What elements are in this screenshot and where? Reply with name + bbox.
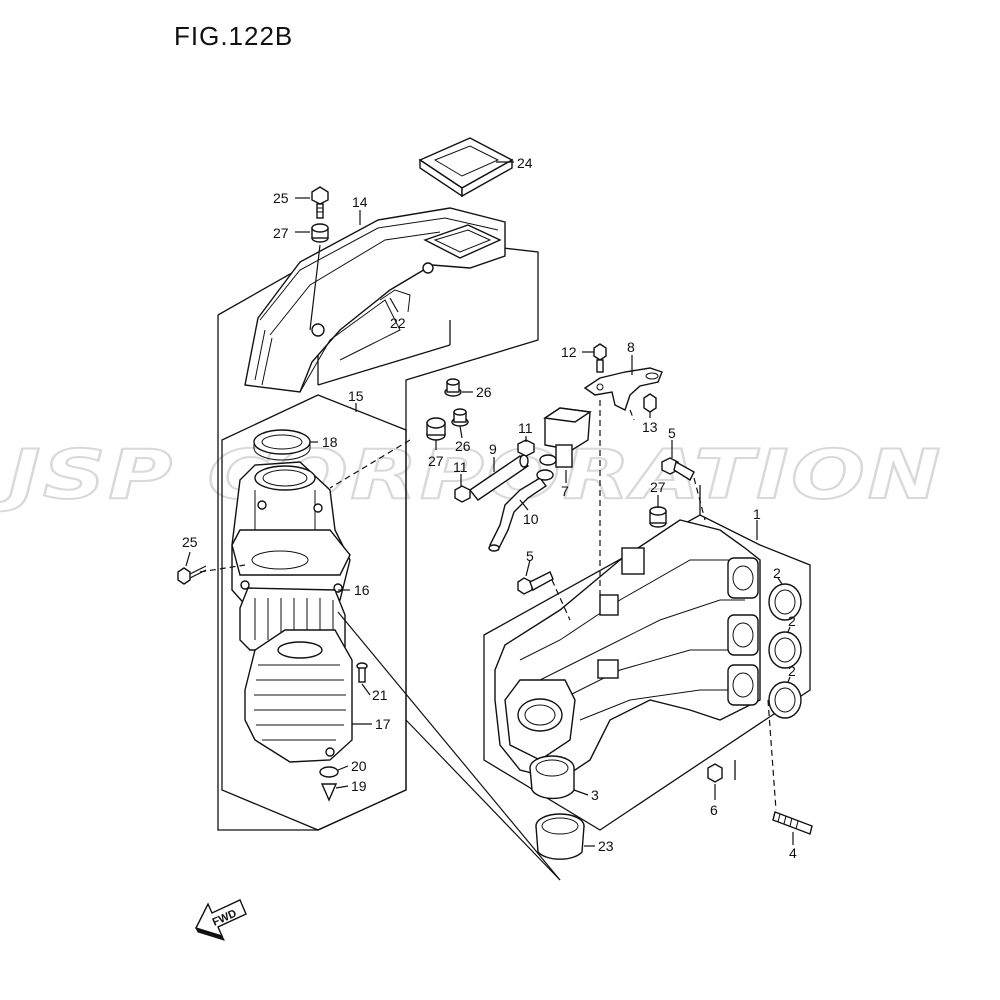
intake-manifold-1-icon (494, 519, 761, 781)
callout-11-lower: 11 (453, 459, 468, 475)
callout-24: 24 (517, 155, 533, 171)
frame-air-cleaner-case (221, 394, 407, 831)
callout-14: 14 (352, 194, 368, 210)
ring-3-icon (529, 755, 575, 800)
frame-air-cleaner-upper (217, 315, 318, 831)
stud-bolt-4-icon (772, 811, 813, 835)
callout-6: 6 (710, 802, 718, 818)
callout-22: 22 (390, 315, 406, 331)
air-cleaner-case-16-icon (231, 461, 351, 611)
grommet-27-top-icon (311, 223, 329, 243)
hose-10-icon (488, 477, 548, 552)
gasket-2-b-icon (768, 631, 802, 669)
callout-13: 13 (642, 419, 658, 435)
bolt-5-lower-icon (517, 571, 554, 595)
grommet-26-lower-icon (451, 408, 469, 427)
callout-2-a: 2 (773, 565, 781, 581)
callout-8: 8 (627, 339, 635, 355)
screw-21-icon (356, 662, 368, 683)
callout-27-right: 27 (650, 479, 666, 495)
bolt-25-top-icon (311, 186, 329, 219)
callout-5-upper: 5 (668, 425, 676, 441)
callout-9: 9 (489, 441, 497, 457)
callout-4: 4 (789, 845, 797, 861)
callout-7: 7 (561, 483, 569, 499)
leader-lines (185, 161, 794, 881)
callout-20: 20 (351, 758, 367, 774)
callout-15: 15 (348, 388, 364, 404)
callout-23: 23 (598, 838, 614, 854)
nut-6-icon (707, 763, 723, 783)
callout-25-top: 25 (273, 190, 289, 206)
callout-11-upper: 11 (518, 420, 533, 436)
callout-1: 1 (753, 506, 761, 522)
air-cleaner-case-17-icon (244, 629, 353, 763)
callout-27-top: 27 (273, 225, 289, 241)
callout-18: 18 (322, 434, 338, 450)
callout-12: 12 (561, 344, 577, 360)
nut-13-icon (643, 393, 657, 413)
watermark-text: JSP CORPORATION (0, 436, 943, 515)
grommet-26-upper-icon (444, 378, 462, 397)
bolt-12-icon (593, 343, 607, 373)
callout-21: 21 (372, 687, 388, 703)
solenoid-valve-7-icon (536, 407, 592, 481)
callout-26-lower: 26 (455, 438, 471, 454)
air-cleaner-cover-14-icon (244, 207, 506, 393)
bracket-8-icon (583, 367, 663, 411)
callout-10: 10 (523, 511, 539, 527)
boot-23-icon (535, 813, 585, 860)
gasket-2-a-icon (768, 583, 802, 621)
bolt-5-upper-icon (661, 457, 695, 482)
drain-19-icon (320, 783, 338, 802)
callout-2-c: 2 (788, 663, 796, 679)
callout-5-lower: 5 (526, 548, 534, 564)
bolt-25-left-icon (177, 565, 207, 585)
figure-title: FIG.122B (174, 21, 293, 51)
callout-2-b: 2 (788, 613, 796, 629)
gasket-2-c-icon (768, 681, 802, 719)
callout-27-mid: 27 (428, 453, 444, 469)
callout-19: 19 (351, 778, 367, 794)
callout-3: 3 (591, 787, 599, 803)
callout-16: 16 (354, 582, 370, 598)
seal-24-icon (418, 137, 514, 198)
grommet-27-mid-icon (426, 417, 446, 441)
plug-20-icon (319, 766, 339, 778)
callout-26-upper: 26 (476, 384, 492, 400)
frame-intake-manifold (483, 514, 811, 831)
clamp-11-lower-icon (454, 485, 471, 503)
callout-25-left: 25 (182, 534, 198, 550)
fwd-arrow-icon: FWD (195, 899, 247, 941)
clamp-11-upper-icon (517, 439, 535, 457)
callout-17: 17 (375, 716, 391, 732)
grommet-27-right-icon (649, 506, 667, 528)
fwd-label: FWD (211, 908, 239, 929)
